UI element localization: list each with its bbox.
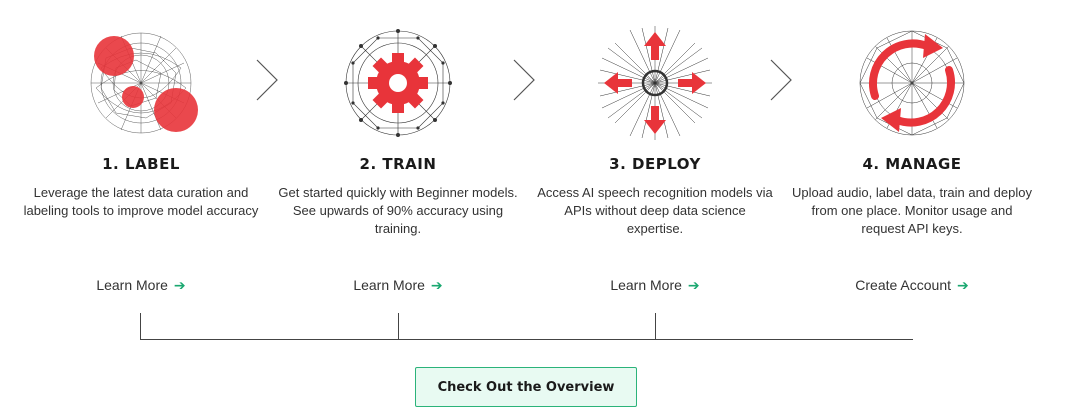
connector-line [140,339,913,340]
step-description: Access AI speech recognition models via … [537,185,773,236]
chevron-right-icon [770,59,792,101]
manage-cycle-illustration [847,18,977,148]
learn-more-link[interactable]: Learn More➔ [610,277,700,293]
learn-more-link[interactable]: Learn More➔ [353,277,443,293]
step-title: 3. DEPLOY [609,155,701,173]
arrow-right-icon: ➔ [687,277,700,293]
chevron-right-icon [256,59,278,101]
chevron-right-icon [513,59,535,101]
step-title: 2. TRAIN [359,155,437,173]
step-description: Get started quickly with Beginner models… [278,185,518,236]
step-description: Leverage the latest data curation and la… [23,185,259,218]
check-out-overview-button[interactable]: Check Out the Overview [415,367,637,407]
arrow-right-icon: ➔ [173,277,186,293]
connector-line [398,313,399,340]
connector-line [655,313,656,340]
learn-more-link[interactable]: Learn More➔ [96,277,186,293]
connector-line [140,313,141,340]
step-description: Upload audio, label data, train and depl… [792,185,1032,236]
step-title: 1. LABEL [102,155,180,173]
train-gear-illustration [333,18,463,148]
arrow-right-icon: ➔ [957,277,969,293]
step-title: 4. MANAGE [862,155,962,173]
deploy-burst-illustration [590,18,720,148]
label-network-illustration [76,18,206,148]
create-account-link[interactable]: Create Account➔ [855,277,969,293]
arrow-right-icon: ➔ [430,277,443,293]
